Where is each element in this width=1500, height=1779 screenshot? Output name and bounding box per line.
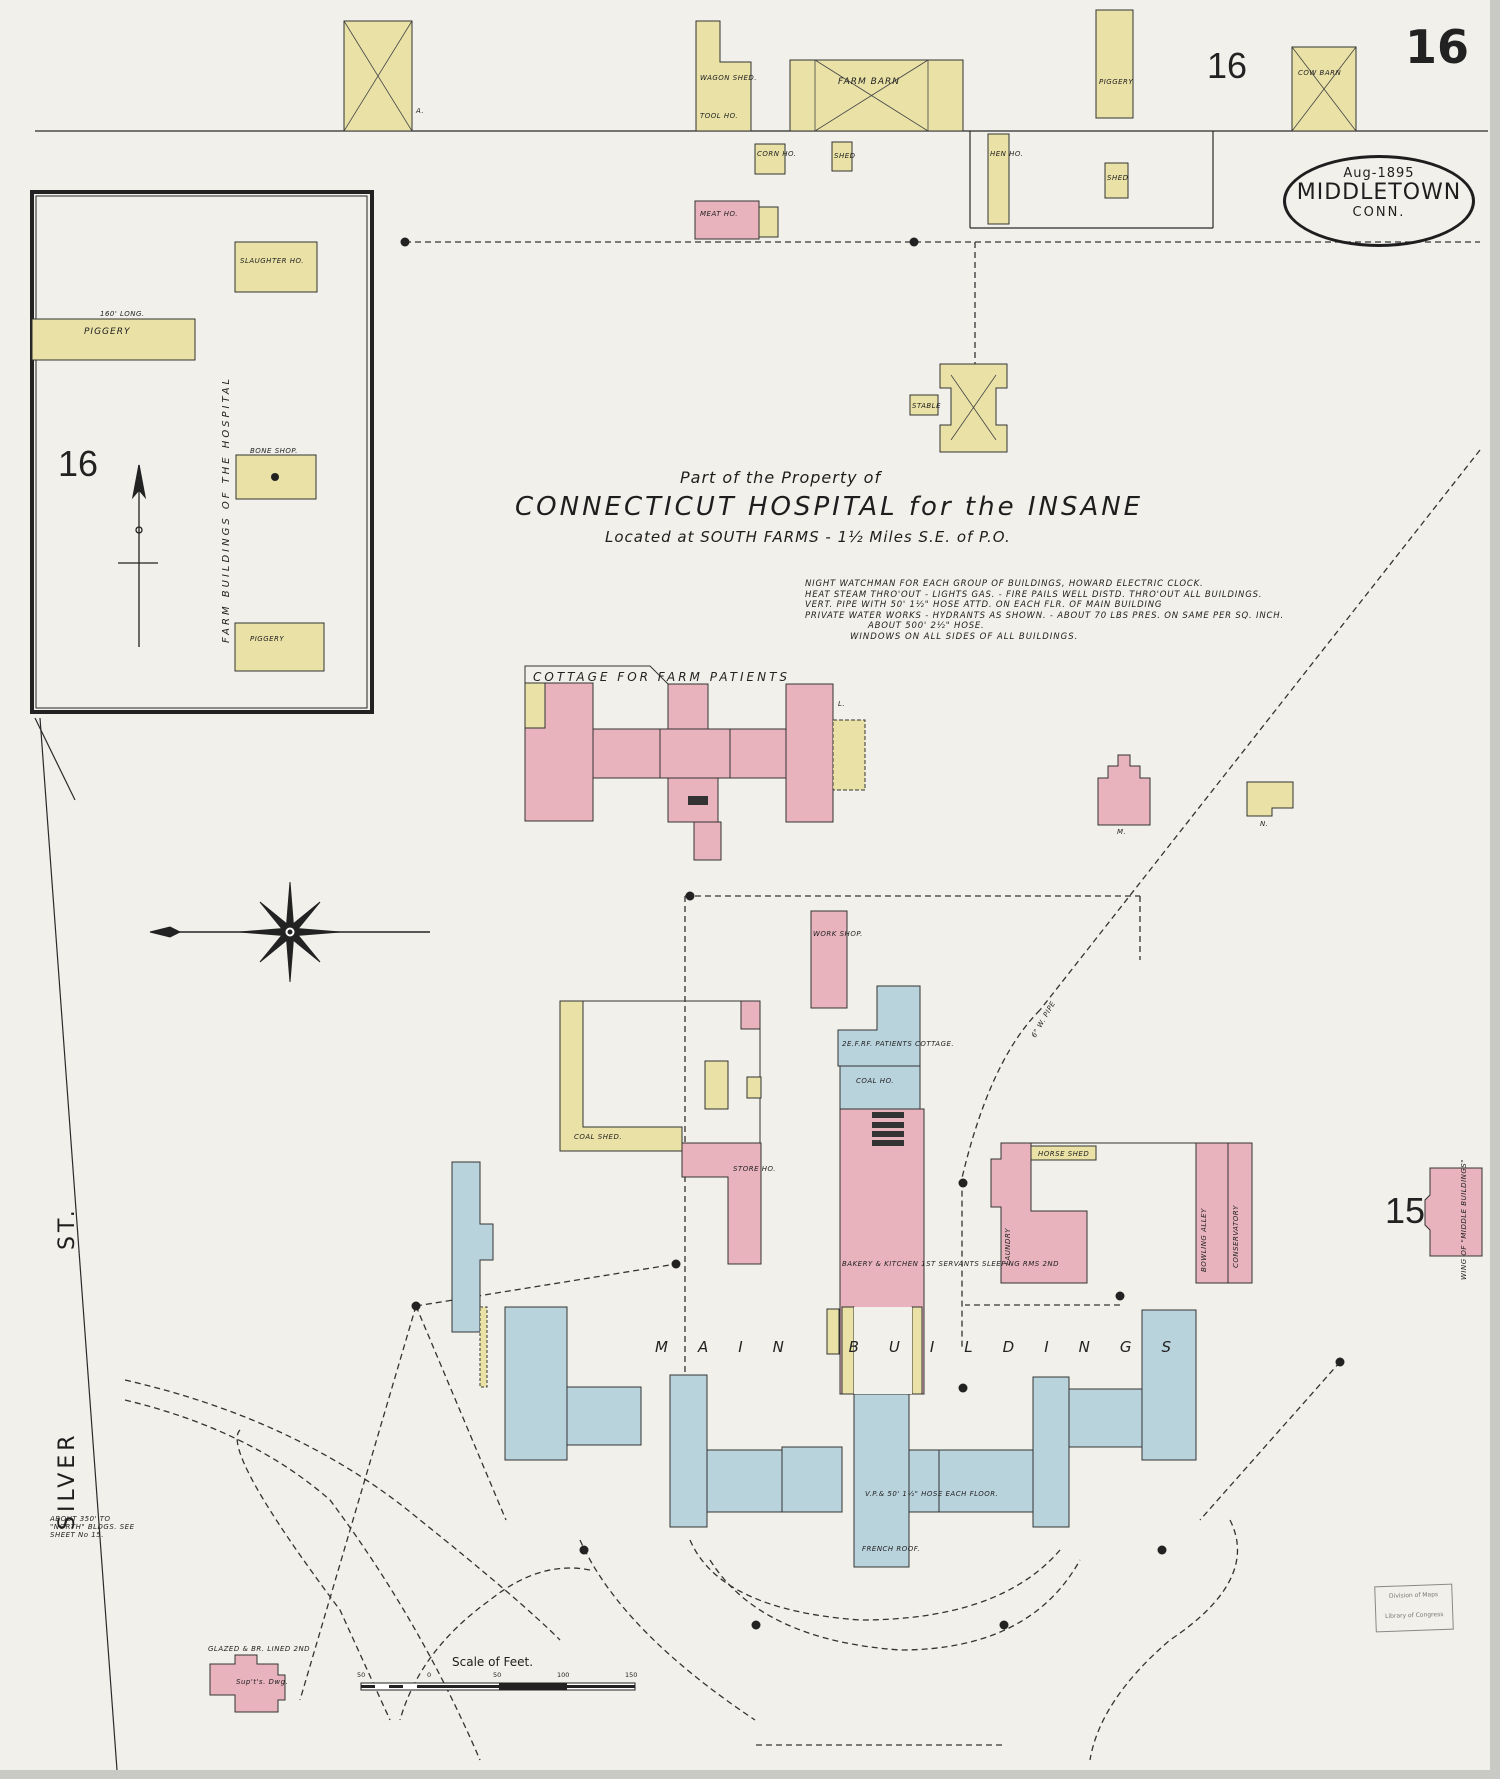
building-label: COAL HO. [856,1077,895,1085]
building-label: SHED [1107,174,1129,182]
title-cartouche: Aug-1895 MIDDLETOWN CONN. [1283,155,1475,247]
main-buildings-label: MAIN BUILDINGS [655,1338,1202,1356]
cottage-label: COTTAGE FOR FARM PATIENTS [533,670,791,684]
title-subtitle: Part of the Property of [680,468,882,487]
center-note: V.P.& 50' 1½" HOSE EACH FLOOR. [865,1490,999,1498]
building-label: COW BARN [1298,69,1342,77]
building-id: M. [1117,828,1127,836]
inset-sheet-label: 16 [58,443,99,484]
building-label: STABLE [912,402,941,410]
north-buildings-note: ABOUT 350' TO "NORTH" BLDGS. SEE SHEET N… [50,1515,135,1539]
sheet-number: 16 [1405,20,1470,74]
building-label: SHED [834,152,856,160]
adjacent-sheet-label: 16 [1207,45,1248,86]
building-note: 160' LONG. [100,310,145,318]
adjacent-sheet-label: 15 [1385,1190,1426,1231]
building-label: SLAUGHTER HO. [240,257,304,265]
inset-caption: FARM BUILDINGS OF THE HOSPITAL [221,375,232,643]
scale-tick: 0 [427,1671,432,1679]
building-label: TOOL HO. [700,112,739,120]
wing-label: FRENCH ROOF. [862,1545,921,1553]
building-label: PIGGERY [250,635,285,643]
title-location: Located at SOUTH FARMS - 1½ Miles S.E. o… [605,528,1011,546]
library-stamp: Division of Maps Library of Congress [1374,1583,1454,1633]
scale-tick: 100 [557,1671,570,1679]
page-bottom-edge [0,1770,1500,1779]
building-label: BOWLING ALLEY [1200,1208,1208,1272]
scale-title: Scale of Feet. [452,1655,534,1669]
building-id: N. [1260,820,1269,828]
building-label: LAUNDRY [1004,1227,1012,1265]
page-edge [1490,0,1500,1779]
scale-bar [360,1682,636,1691]
building-label: BAKERY & KITCHEN 1ST SERVANTS SLEEPING R… [842,1260,1060,1268]
cartouche-date: Aug-1895 [1343,166,1415,181]
building-label: HORSE SHED [1038,1150,1090,1158]
scale-tick: 50 [357,1671,366,1679]
cartouche-city: MIDDLETOWN [1296,180,1462,205]
building-label: CORN HO. [757,150,797,158]
building-label: FARM BARN [838,77,901,87]
building-label: 2E.F.RF. PATIENTS COTTAGE. [842,1040,955,1048]
cottage-id: L. [838,700,846,708]
windows-note: WINDOWS ON ALL SIDES OF ALL BUILDINGS. [850,632,1079,642]
building-label: PIGGERY [84,327,131,337]
wing-reference: WING OF "MIDDLE BUILDINGS" [1460,1159,1468,1280]
title-main: CONNECTICUT HOSPITAL for the INSANE [515,492,1144,522]
scale-tick: 50 [493,1671,502,1679]
cartouche-state: CONN. [1352,205,1406,220]
building-label: CONSERVATORY [1232,1205,1240,1268]
building-label: COAL SHED. [574,1133,623,1141]
building-label: WAGON SHED. [700,74,758,82]
supts-dwelling-label: Sup't's. Dwg. [236,1678,289,1686]
building-id: A. [416,107,425,115]
street-suffix: ST. [55,1206,80,1250]
building-label: MEAT HO. [700,210,738,218]
fire-notes: NIGHT WATCHMAN FOR EACH GROUP OF BUILDIN… [805,579,1284,631]
inset-frame [30,190,374,714]
scale-tick: 150 [625,1671,638,1679]
building-label: PIGGERY [1099,78,1134,86]
building-label: STORE HO. [733,1165,776,1173]
compass-rose [149,881,430,983]
building-label: WORK SHOP. [813,930,863,938]
supts-note: GLAZED & BR. LINED 2ND [208,1645,311,1653]
building-label: HEN HO. [990,150,1024,158]
building-label: BONE SHOP. [250,447,298,455]
